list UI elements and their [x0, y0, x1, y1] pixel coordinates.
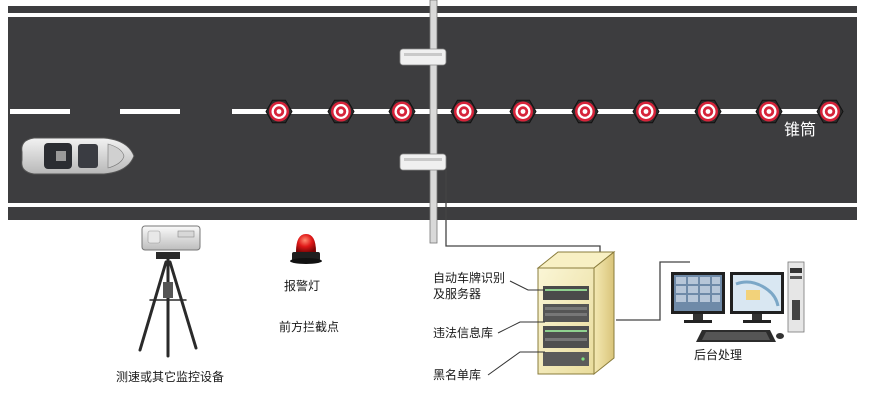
- speed-device-label: 测速或其它监控设备: [116, 370, 225, 384]
- warning-light-icon: [290, 234, 322, 264]
- traffic-cone-icon: [755, 99, 783, 124]
- traffic-cone-icon: [388, 99, 416, 124]
- traffic-cone-icon: [450, 99, 478, 124]
- label-leaders: [487, 280, 545, 376]
- cone-label: 锥筒: [784, 120, 817, 139]
- camera-mount-bottom: [399, 153, 447, 171]
- blacklist-db-label: 黑名单库: [433, 368, 482, 382]
- pc-tower-icon: [787, 261, 805, 333]
- server-cabinet-icon: [536, 250, 616, 376]
- traffic-cone-icon: [509, 99, 537, 124]
- traffic-cone-icon: [327, 99, 355, 124]
- car-icon: [21, 137, 135, 175]
- violation-db-label: 违法信息库: [433, 326, 494, 340]
- monitor-right-icon: [730, 272, 784, 323]
- backend-label: 后台处理: [694, 348, 743, 362]
- traffic-cone-icon: [816, 99, 844, 124]
- intercept-point-label: 前方拦截点: [279, 320, 340, 334]
- keyboard-icon: [696, 330, 784, 342]
- cone-row: [265, 99, 844, 124]
- speed-camera-icon: [141, 225, 201, 259]
- traffic-cone-icon: [571, 99, 599, 124]
- traffic-cone-icon: [694, 99, 722, 124]
- traffic-cone-icon: [632, 99, 660, 124]
- monitor-left-icon: [671, 272, 725, 323]
- gantry-pole: [399, 0, 447, 244]
- traffic-cone-icon: [265, 99, 293, 124]
- plate-server-label-line1: 自动车牌识别: [433, 271, 506, 285]
- camera-mount-top: [399, 48, 447, 66]
- backend-workstation-icon: [671, 261, 805, 342]
- plate-server-label-line2: 及服务器: [433, 287, 482, 301]
- warning-light-label: 报警灯: [284, 279, 321, 293]
- tripod-icon: [138, 256, 198, 358]
